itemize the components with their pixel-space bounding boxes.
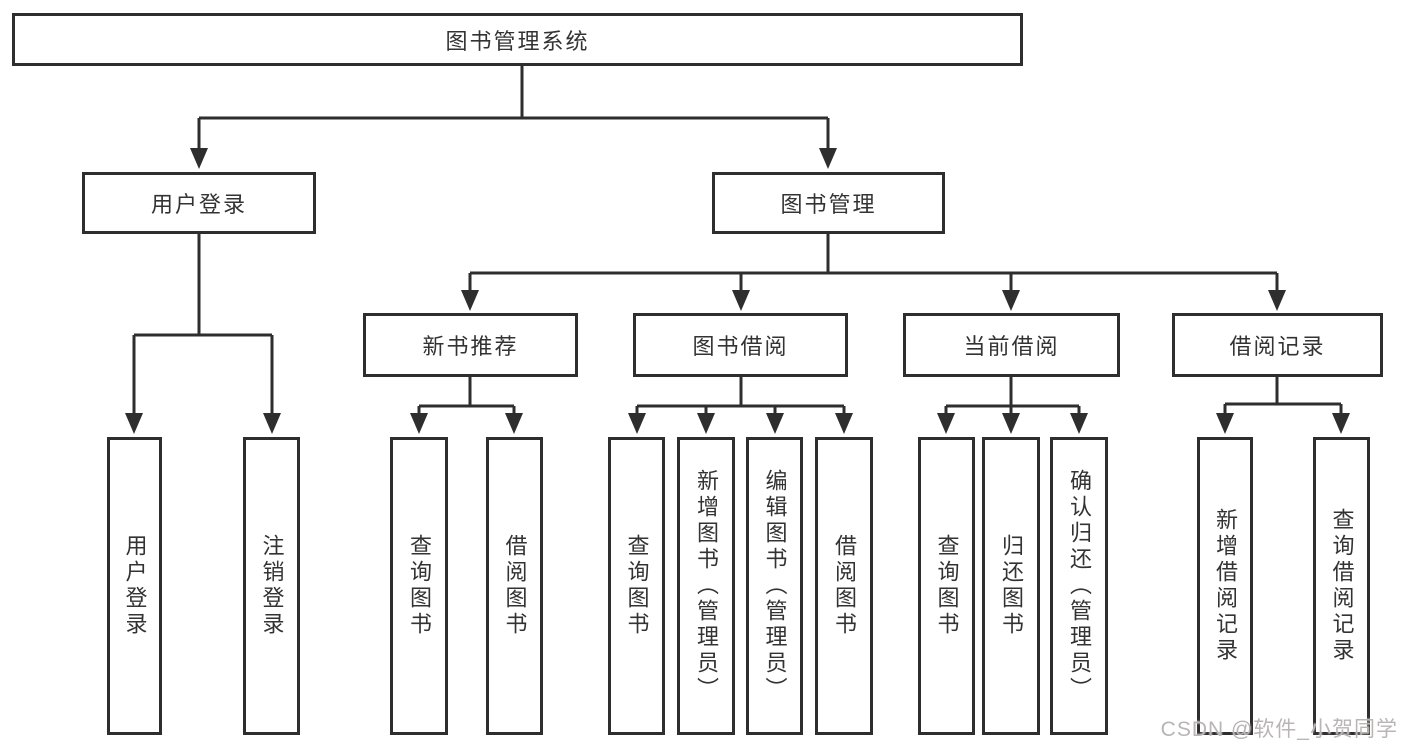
leaf-borrow-add-admin: 新增图书（管理员） (677, 437, 735, 735)
leaf-logout: 注销登录 (243, 437, 300, 735)
leaf-newbook-borrow: 借阅图书 (486, 437, 543, 735)
leaf-records-add-label: 新增借阅记录 (1213, 508, 1238, 664)
leaf-borrow-book-label: 借阅图书 (832, 534, 857, 638)
leaf-current-query-label: 查询图书 (934, 534, 960, 638)
leaf-user-login-label: 用户登录 (122, 534, 148, 638)
leaf-user-login: 用户登录 (107, 437, 162, 735)
watermark: CSDN @软件_小贺同学 (1160, 718, 1398, 741)
node-book-management: 图书管理 (712, 172, 945, 234)
node-book-management-label: 图书管理 (780, 192, 877, 217)
node-root-label: 图书管理系统 (445, 28, 590, 54)
node-borrow-records: 借阅记录 (1172, 313, 1383, 377)
leaf-records-add: 新增借阅记录 (1197, 437, 1253, 735)
node-current-borrow-label: 当前借阅 (963, 334, 1060, 359)
node-book-borrow-label: 图书借阅 (692, 334, 789, 359)
node-user-login-label: 用户登录 (150, 192, 247, 217)
leaf-current-return: 归还图书 (982, 437, 1040, 735)
node-book-borrow: 图书借阅 (633, 313, 848, 377)
leaf-newbook-query-label: 查询图书 (407, 534, 432, 638)
leaf-borrow-edit-admin: 编辑图书（管理员） (746, 437, 803, 735)
leaf-current-query: 查询图书 (918, 437, 975, 735)
leaf-borrow-add-admin-label: 新增图书（管理员） (694, 469, 719, 703)
leaf-current-return-label: 归还图书 (999, 534, 1024, 638)
leaf-newbook-borrow-label: 借阅图书 (502, 534, 528, 638)
leaf-records-query-label: 查询借阅记录 (1329, 508, 1355, 664)
node-new-book-recommend: 新书推荐 (363, 313, 578, 377)
node-root-system: 图书管理系统 (12, 13, 1023, 66)
leaf-borrow-query-label: 查询图书 (624, 534, 650, 638)
node-borrow-records-label: 借阅记录 (1229, 334, 1326, 359)
leaf-borrow-book: 借阅图书 (815, 437, 873, 735)
leaf-records-query: 查询借阅记录 (1313, 437, 1370, 735)
leaf-borrow-edit-admin-label: 编辑图书（管理员） (762, 469, 788, 703)
leaf-newbook-query: 查询图书 (390, 437, 448, 735)
leaf-current-confirm-admin-label: 确认归还（管理员） (1067, 469, 1092, 703)
node-new-book-recommend-label: 新书推荐 (422, 334, 519, 359)
leaf-current-confirm-admin: 确认归还（管理员） (1050, 437, 1108, 735)
leaf-logout-label: 注销登录 (259, 534, 285, 638)
node-user-login: 用户登录 (82, 172, 316, 234)
leaf-borrow-query: 查询图书 (608, 437, 665, 735)
node-current-borrow: 当前借阅 (903, 313, 1120, 377)
